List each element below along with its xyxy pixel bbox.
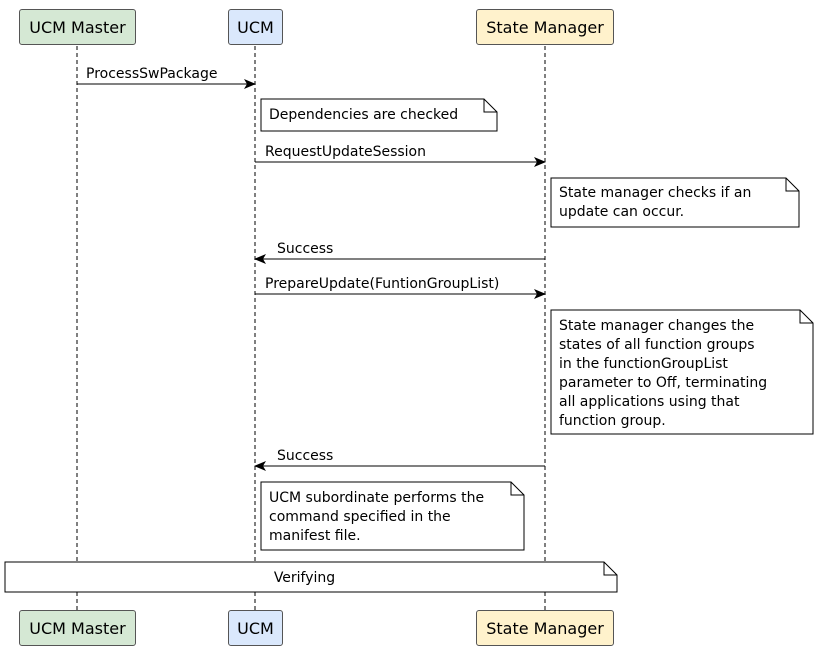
note-fold-state-manager-changes — [799, 310, 813, 324]
note-state-manager-changes: State manager changes the states of all … — [551, 314, 813, 434]
note-line: Dependencies are checked — [269, 107, 459, 123]
note-shape-state-manager-check — [550, 177, 800, 228]
note-shape-state-manager-changes — [550, 309, 814, 435]
message-label-request-update-session: RequestUpdateSession — [265, 144, 426, 160]
note-line: command specified in the — [269, 509, 451, 525]
participant-ucm-master-top: UCM Master — [19, 9, 136, 45]
message-label-success-2: Success — [277, 448, 334, 464]
divider-shape-verifying — [4, 561, 618, 593]
divider-fold-verifying — [603, 562, 617, 576]
note-line: update can occur. — [559, 204, 685, 220]
note-line: parameter to Off, terminating — [559, 375, 768, 391]
note-line: in the functionGroupList — [559, 356, 728, 372]
message-label-success-1: Success — [277, 241, 334, 257]
note-ucm-subordinate: UCM subordinate performs the command spe… — [261, 486, 524, 549]
note-line: State manager changes the — [559, 318, 755, 334]
participant-state-manager-top: State Manager — [476, 9, 614, 45]
participant-ucm-master-bottom: UCM Master — [19, 610, 136, 646]
note-fold-dependencies — [483, 99, 497, 113]
message-label-prepare-update: PrepareUpdate(FuntionGroupList) — [265, 276, 500, 292]
note-shape-dependencies — [260, 98, 498, 132]
participant-ucm-top: UCM — [228, 9, 283, 45]
note-fold-ucm-subordinate — [510, 482, 524, 496]
note-state-manager-checks: State manager checks if an update can oc… — [551, 181, 799, 225]
note-line: manifest file. — [269, 528, 361, 544]
note-line: UCM subordinate performs the — [269, 490, 485, 506]
note-line: function group. — [559, 413, 666, 429]
note-shape-ucm-subordinate — [260, 481, 525, 551]
participant-ucm-bottom: UCM — [228, 610, 283, 646]
divider-label-verifying: Verifying — [273, 570, 336, 586]
note-line: State manager checks if an — [559, 185, 752, 201]
note-line: all applications using that — [559, 394, 740, 410]
note-dependencies-checked: Dependencies are checked — [261, 103, 497, 128]
note-line: states of all function groups — [559, 337, 755, 353]
note-fold-state-manager-check — [785, 178, 799, 192]
participant-state-manager-bottom: State Manager — [476, 610, 614, 646]
message-label-process-sw-package: ProcessSwPackage — [86, 66, 218, 82]
